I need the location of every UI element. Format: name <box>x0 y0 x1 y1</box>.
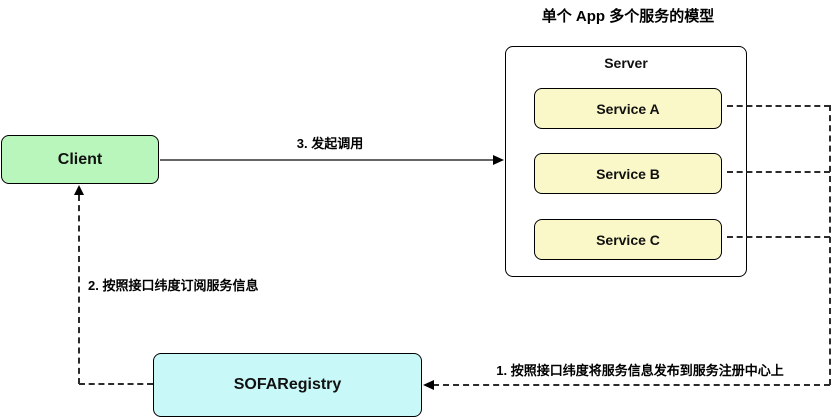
publish-edge-vline <box>829 105 831 385</box>
subscribe-arrowhead-up-icon <box>74 185 84 195</box>
publish-edge-label: 1. 按照接口纬度将服务信息发布到服务注册中心上 <box>496 363 784 378</box>
publish-arrowhead-left-icon <box>423 380 434 390</box>
service-b-node: Service B <box>534 153 722 194</box>
server-node-label: Server <box>604 55 648 71</box>
service-c-node: Service C <box>534 219 722 260</box>
publish-edge-hline <box>433 384 830 386</box>
client-node-label: Client <box>57 150 103 168</box>
invoke-arrowhead-right-icon <box>493 155 504 165</box>
subscribe-edge-hline <box>79 383 153 385</box>
invoke-edge-label: 3. 发起调用 <box>296 136 364 151</box>
registry-node-label: SOFARegistry <box>233 376 342 393</box>
service-b-label: Service B <box>596 165 660 182</box>
service-c-label: Service C <box>596 231 660 248</box>
subscribe-edge-label: 2. 按照接口纬度订阅服务信息 <box>88 278 259 293</box>
server-node: Server Service A Service B Service C <box>505 46 747 277</box>
publish-edge-service-a-line <box>727 105 830 107</box>
publish-edge-service-b-line <box>727 171 830 173</box>
service-a-node: Service A <box>534 88 722 129</box>
subscribe-edge-vline <box>78 195 80 384</box>
service-a-label: Service A <box>596 100 660 117</box>
client-node: Client <box>1 135 159 184</box>
publish-edge-service-c-line <box>727 236 830 238</box>
diagram-title: 单个 App 多个服务的模型 <box>541 8 715 25</box>
registry-node: SOFARegistry <box>153 353 422 417</box>
invoke-edge-line <box>160 159 496 161</box>
